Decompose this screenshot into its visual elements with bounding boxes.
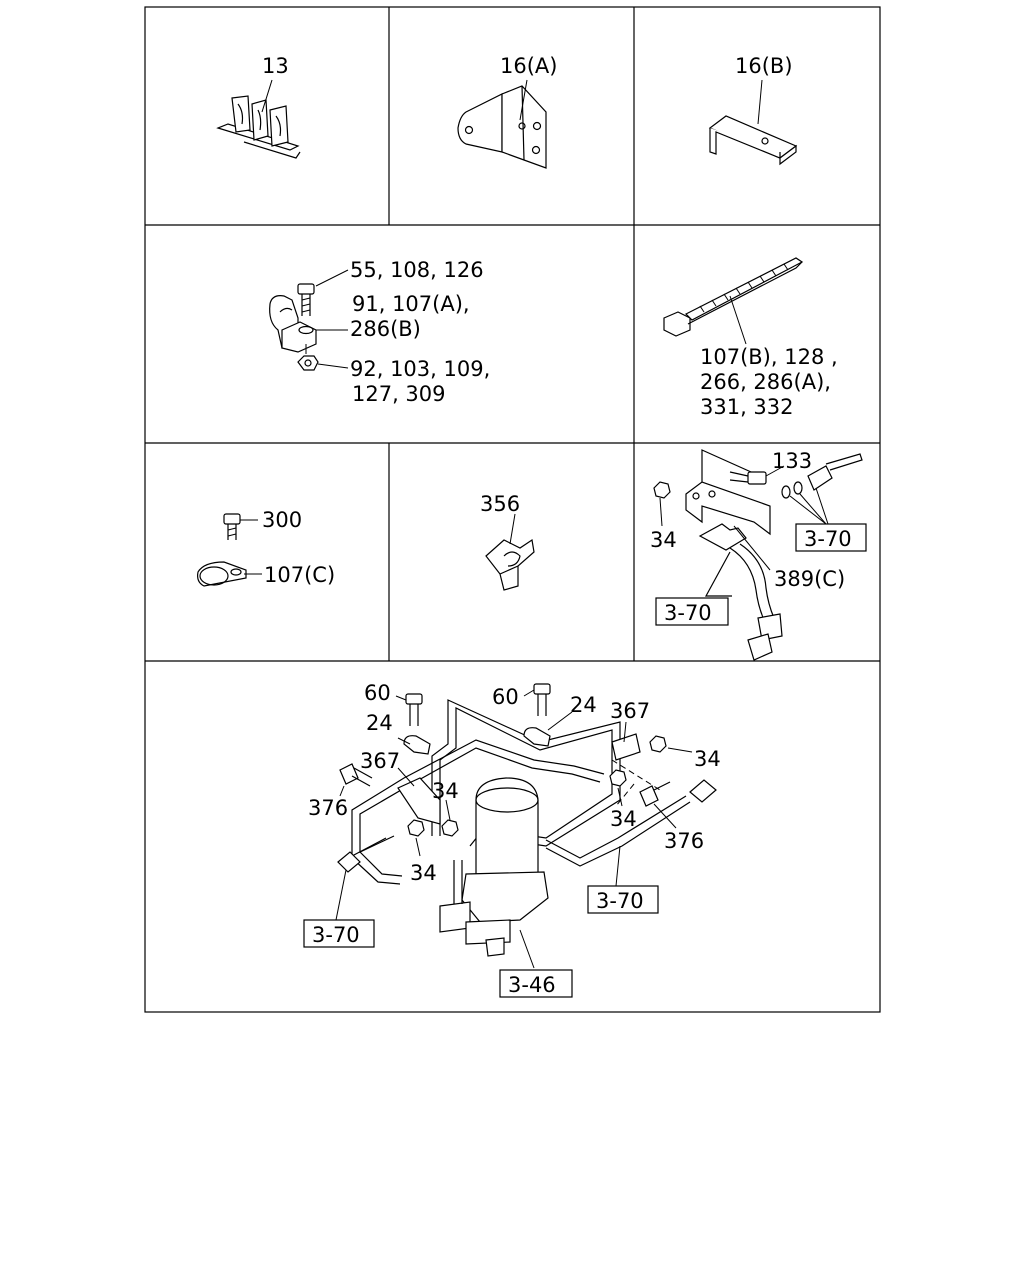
label-60-right: 60 bbox=[492, 685, 519, 709]
ref-3-70-b-text: 3-70 bbox=[664, 601, 712, 625]
label-376-right: 376 bbox=[664, 829, 704, 853]
label-16b: 16(B) bbox=[735, 54, 793, 78]
ref-box-3-70-c[interactable]: 3-70 bbox=[303, 919, 375, 948]
assembly-fasteners bbox=[335, 683, 693, 921]
ref-3-70-c-text: 3-70 bbox=[312, 923, 360, 947]
ref-box-3-46[interactable]: 3-46 bbox=[499, 969, 573, 998]
cell-300-107c: 300 107(C) bbox=[197, 508, 335, 587]
ref-3-46-text: 3-46 bbox=[508, 973, 556, 997]
label-92-103-109: 92, 103, 109, bbox=[350, 357, 490, 381]
label-13: 13 bbox=[262, 54, 289, 78]
ref-3-70-a-text: 3-70 bbox=[804, 527, 852, 551]
label-367-right: 367 bbox=[610, 699, 650, 723]
cell-356: 356 bbox=[480, 492, 535, 591]
cell-hose-bracket: 133 34 389(C) 3-70 3-70 bbox=[650, 449, 867, 661]
label-34-b: 34 bbox=[410, 861, 437, 885]
grid-frame bbox=[144, 6, 881, 1013]
label-107b-128: 107(B), 128 , bbox=[700, 345, 838, 369]
label-331-332: 331, 332 bbox=[700, 395, 794, 419]
label-127-309: 127, 309 bbox=[352, 382, 446, 406]
cell-16b: 16(B) bbox=[708, 54, 798, 166]
label-133: 133 bbox=[772, 449, 812, 473]
clip-bolt-drawing bbox=[269, 269, 349, 371]
label-34-d: 34 bbox=[610, 807, 637, 831]
label-367-left: 367 bbox=[360, 749, 400, 773]
label-34-c: 34 bbox=[694, 747, 721, 771]
label-60-left: 60 bbox=[364, 681, 391, 705]
assembly-tank bbox=[439, 777, 549, 969]
label-356: 356 bbox=[480, 492, 520, 516]
label-266-286a: 266, 286(A), bbox=[700, 370, 831, 394]
cable-tie-drawing bbox=[663, 257, 804, 345]
multi-clip-drawing bbox=[216, 79, 301, 159]
label-300: 300 bbox=[262, 508, 302, 532]
bracket-b-drawing bbox=[708, 79, 798, 166]
bolt-clamp-drawing bbox=[197, 513, 262, 587]
assembly-pipes bbox=[337, 699, 717, 885]
hose-bracket-drawing bbox=[653, 449, 863, 661]
clip-356-drawing bbox=[485, 513, 535, 591]
label-376-left: 376 bbox=[308, 796, 348, 820]
ref-box-3-70-a[interactable]: 3-70 bbox=[795, 523, 867, 552]
label-34-c8: 34 bbox=[650, 528, 677, 552]
ref-box-3-70-d[interactable]: 3-70 bbox=[587, 885, 659, 914]
bracket-a-drawing bbox=[457, 79, 547, 169]
cell-13: 13 bbox=[216, 54, 301, 159]
label-34-a: 34 bbox=[432, 779, 459, 803]
cell-main-assembly: 60 60 24 24 367 367 34 34 34 34 376 376 … bbox=[303, 681, 721, 998]
label-389c: 389(C) bbox=[774, 567, 845, 591]
label-16a: 16(A) bbox=[500, 54, 557, 78]
ref-3-70-d-text: 3-70 bbox=[596, 889, 644, 913]
ref-box-3-70-b[interactable]: 3-70 bbox=[655, 597, 729, 626]
label-91-107a: 91, 107(A), bbox=[352, 292, 470, 316]
label-24-left: 24 bbox=[366, 711, 393, 735]
label-24-right: 24 bbox=[570, 693, 597, 717]
label-55-108-126: 55, 108, 126 bbox=[350, 258, 484, 282]
cell-clip-bolt: 55, 108, 126 91, 107(A), 286(B) 92, 103,… bbox=[269, 258, 490, 406]
cell-cable-tie: 107(B), 128 , 266, 286(A), 331, 332 bbox=[663, 257, 838, 419]
label-107c: 107(C) bbox=[264, 563, 335, 587]
label-286b: 286(B) bbox=[350, 317, 421, 341]
cell-16a: 16(A) bbox=[457, 54, 557, 169]
